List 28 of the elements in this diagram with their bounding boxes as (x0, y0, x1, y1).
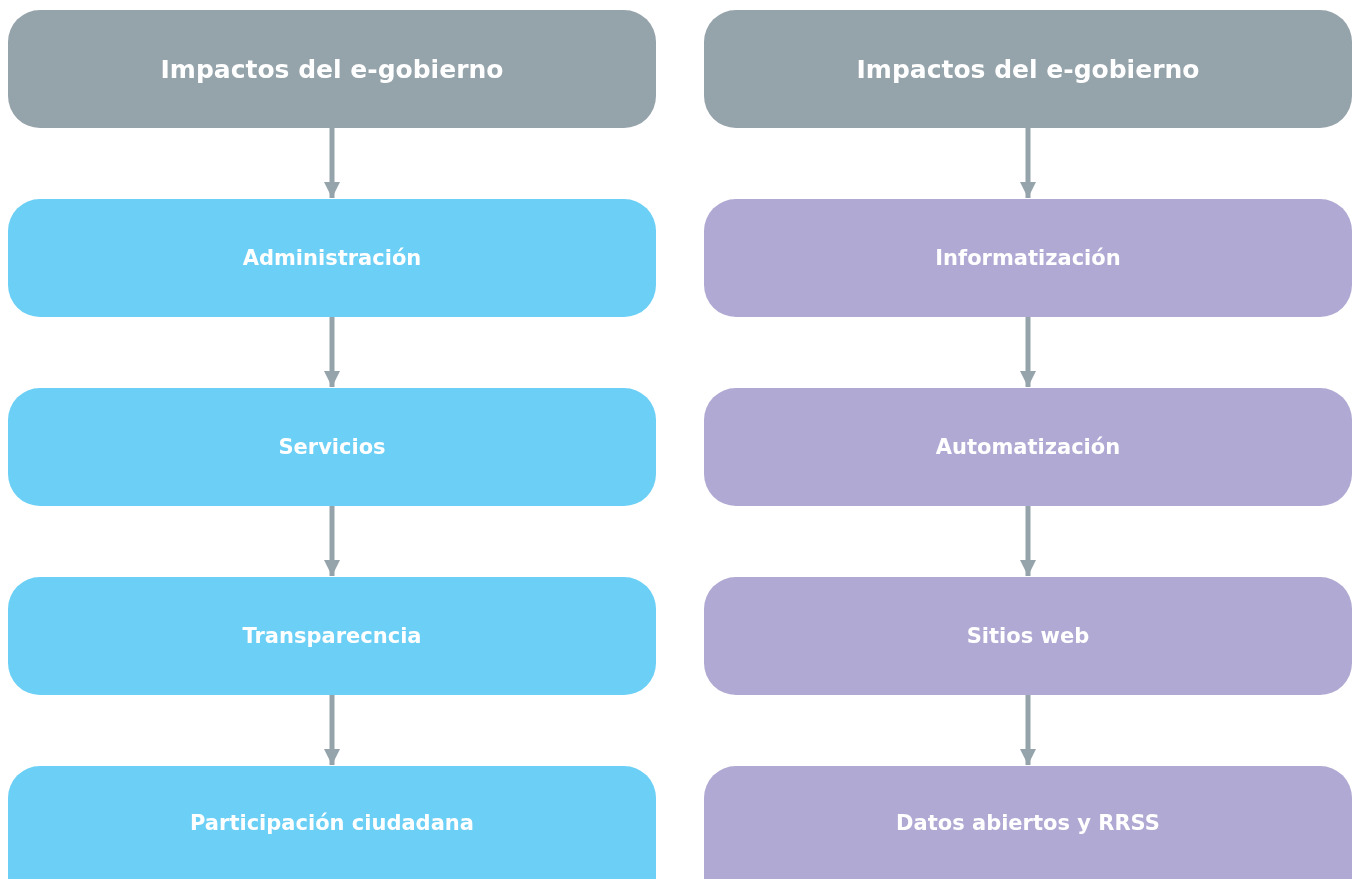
process-box (704, 199, 1352, 317)
arrow (323, 695, 341, 765)
arrow (323, 506, 341, 576)
header-box (704, 10, 1352, 128)
box-label: Impactos del e-gobierno (160, 54, 504, 84)
arrow (1019, 506, 1037, 576)
arrow (323, 128, 341, 198)
box-label: Participación ciudadana (190, 810, 474, 835)
arrow (1019, 128, 1037, 198)
box-label: Administración (242, 246, 422, 270)
process-box (8, 388, 656, 506)
process-box (8, 577, 656, 695)
arrow (323, 317, 341, 387)
box-label: Servicios (278, 435, 386, 459)
process-box (8, 199, 656, 317)
process-box (704, 577, 1352, 695)
box-label: Sitios web (966, 624, 1090, 648)
process-box (8, 766, 656, 879)
process-box (704, 388, 1352, 506)
box-label: Automatización (935, 435, 1121, 459)
box-label: Informatización (935, 246, 1121, 270)
box-label: Transparecncia (242, 624, 422, 648)
box-label: Impactos del e-gobierno (856, 54, 1200, 84)
process-box (704, 766, 1352, 879)
header-box (8, 10, 656, 128)
arrow (1019, 695, 1037, 765)
arrow (1019, 317, 1037, 387)
box-label: Datos abiertos y RRSS (896, 810, 1160, 835)
